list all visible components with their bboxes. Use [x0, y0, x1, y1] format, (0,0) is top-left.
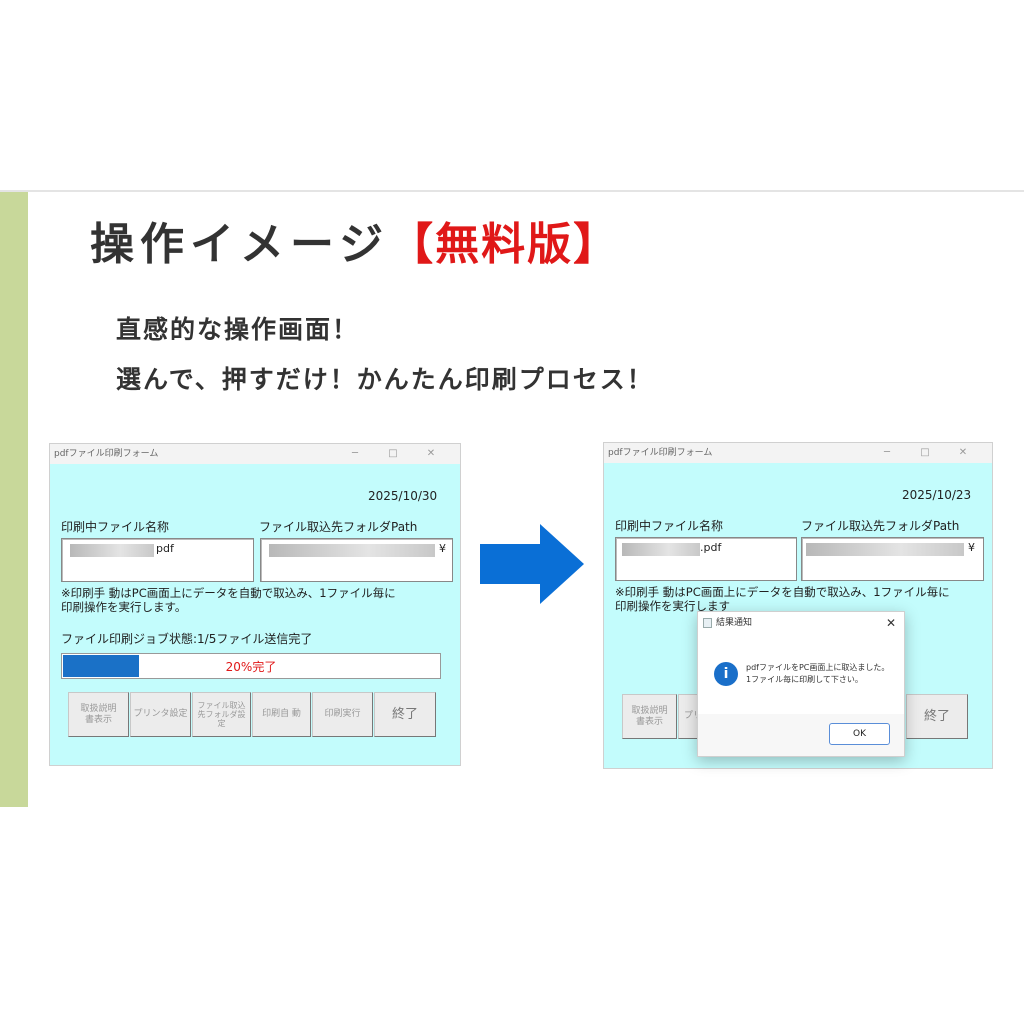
button-label: 取扱説明 書表示 — [80, 703, 117, 725]
progress-fill — [63, 655, 139, 677]
import-folder-settings-button[interactable]: ファイル取込 先フォルダ設 定 — [192, 692, 251, 737]
show-manual-button[interactable]: 取扱説明 書表示 — [622, 694, 677, 739]
window-titlebar: pdfファイル印刷フォーム ─ □ ✕ — [604, 443, 992, 463]
dialog-body: i pdfファイルをPC画面上に取込ました。 1ファイル毎に印刷して下さい。 — [698, 634, 904, 714]
folder-path-suffix: ¥ — [968, 541, 975, 554]
redacted-filename — [622, 543, 700, 556]
dialog-titlebar: 結果通知 ✕ — [698, 612, 904, 634]
subtitle-intuitive: 直感的な操作画面！ — [116, 315, 360, 344]
minimize-button[interactable]: ─ — [883, 447, 891, 458]
dialog-message: pdfファイルをPC画面上に取込ました。 1ファイル毎に印刷して下さい。 — [746, 662, 889, 686]
app-icon — [703, 618, 712, 628]
printing-file-label: 印刷中ファイル名称 — [615, 519, 724, 533]
print-progress-bar: 20%完了 — [61, 653, 441, 679]
note-line-2: 印刷操作を実行します — [615, 599, 730, 613]
date-label: 2025/10/30 — [368, 489, 438, 503]
exit-button[interactable]: 終了 — [374, 692, 436, 737]
printing-file-field[interactable]: .pdf — [615, 537, 797, 581]
subtitle-easy-process: 選んで、押すだけ！かんたん印刷プロセス！ — [116, 365, 654, 394]
printer-settings-button[interactable]: プリンタ設定 — [130, 692, 191, 737]
redacted-folder-path — [269, 544, 435, 557]
import-folder-label: ファイル取込先フォルダPath — [259, 520, 418, 534]
window-titlebar: pdfファイル印刷フォーム ─ □ ✕ — [50, 444, 460, 464]
exit-button[interactable]: 終了 — [906, 694, 968, 739]
message-line-1: pdfファイルをPC画面上に取込ました。 — [746, 663, 890, 672]
printing-file-field[interactable]: pdf — [61, 538, 254, 582]
window-title: pdfファイル印刷フォーム — [54, 449, 159, 459]
note-line-1: ※印刷手 動はPC画面上にデータを自動で取込み、1ファイル毎に — [615, 585, 950, 599]
ok-button[interactable]: OK — [829, 723, 890, 745]
close-button[interactable]: ✕ — [958, 447, 968, 458]
redacted-filename — [70, 544, 154, 557]
heading-text: 操作イメージ — [90, 219, 390, 270]
maximize-button[interactable]: □ — [920, 447, 930, 458]
import-folder-field[interactable]: ¥ — [260, 538, 453, 582]
file-extension: .pdf — [700, 541, 722, 554]
result-notification-dialog: 結果通知 ✕ i pdfファイルをPC画面上に取込ました。 1ファイル毎に印刷し… — [697, 611, 905, 757]
note-line-1: ※印刷手 動はPC画面上にデータを自動で取込み、1ファイル毎に — [61, 586, 396, 600]
button-label: プリ — [683, 711, 702, 721]
button-label: 印刷実行 — [324, 709, 361, 719]
heading-free-edition: 【無料版】 — [389, 219, 620, 270]
job-status-label: ファイル印刷ジョブ状態:1/5ファイル送信完了 — [61, 632, 313, 646]
button-label: プリンタ設定 — [133, 709, 188, 719]
window-title: pdfファイル印刷フォーム — [608, 448, 713, 458]
button-label: 印刷自 動 — [262, 709, 301, 719]
maximize-button[interactable]: □ — [388, 448, 398, 459]
file-extension: pdf — [156, 542, 174, 555]
button-label: ファイル取込 先フォルダ設 定 — [197, 701, 246, 728]
button-label: 終了 — [923, 709, 950, 724]
date-label: 2025/10/23 — [902, 488, 972, 502]
info-icon: i — [714, 662, 738, 686]
message-line-2: 1ファイル毎に印刷して下さい。 — [746, 675, 863, 684]
import-folder-label: ファイル取込先フォルダPath — [801, 519, 960, 533]
instruction-note: ※印刷手 動はPC画面上にデータを自動で取込み、1ファイル毎に 印刷操作を実行し… — [61, 586, 396, 614]
redacted-folder-path — [806, 543, 964, 556]
note-line-2: 印刷操作を実行します。 — [61, 600, 187, 614]
auto-print-button[interactable]: 印刷自 動 — [252, 692, 311, 737]
close-button[interactable]: ✕ — [426, 448, 436, 459]
slide-heading: 操作イメージ【無料版】 — [90, 208, 619, 272]
minimize-button[interactable]: ─ — [351, 448, 359, 459]
show-manual-button[interactable]: 取扱説明 書表示 — [68, 692, 129, 737]
dialog-close-button[interactable]: ✕ — [885, 616, 896, 630]
button-label: 取扱説明 書表示 — [631, 705, 668, 727]
printing-file-label: 印刷中ファイル名称 — [61, 520, 170, 534]
folder-path-suffix: ¥ — [439, 542, 446, 555]
button-label: 終了 — [391, 707, 418, 722]
slide-accent-bar — [0, 192, 28, 807]
print-execute-button[interactable]: 印刷実行 — [312, 692, 373, 737]
print-form-window-left: pdfファイル印刷フォーム ─ □ ✕ 2025/10/30 印刷中ファイル名称 フ… — [49, 443, 461, 766]
progress-text: 20%完了 — [225, 660, 277, 674]
right-arrow-icon — [480, 524, 584, 604]
dialog-title: 結果通知 — [716, 618, 753, 628]
import-folder-field[interactable]: ¥ — [801, 537, 984, 581]
instruction-note: ※印刷手 動はPC画面上にデータを自動で取込み、1ファイル毎に 印刷操作を実行し… — [615, 585, 950, 613]
print-form-window-right: pdfファイル印刷フォーム ─ □ ✕ 2025/10/23 印刷中ファイル名称 フ… — [603, 442, 993, 769]
